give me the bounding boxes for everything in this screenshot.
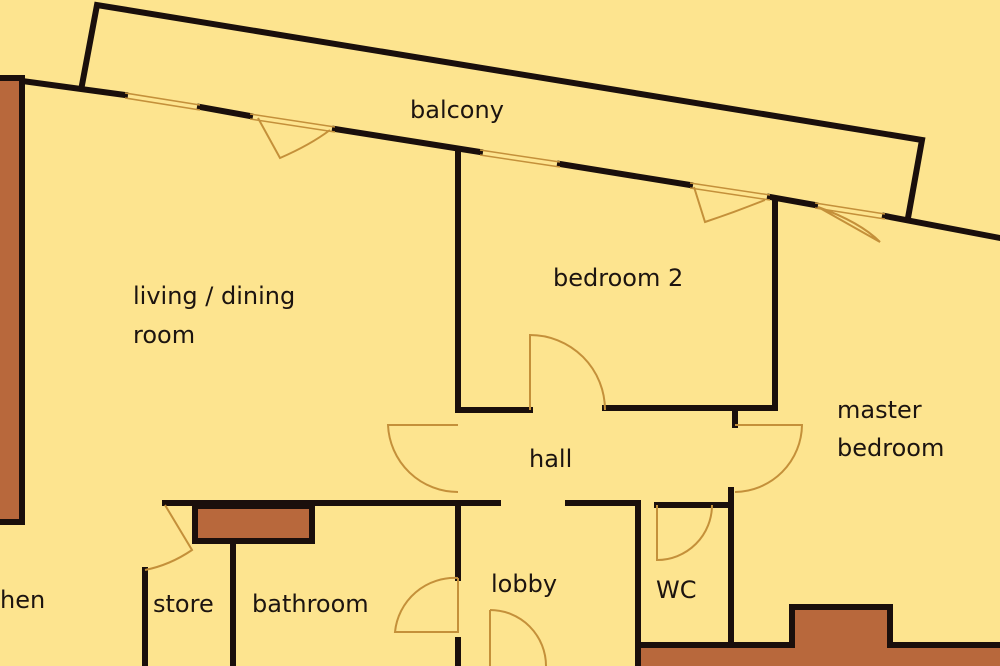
label-hall: hall	[529, 445, 572, 473]
label-wc: WC	[656, 576, 697, 604]
bathroom-fixture	[192, 503, 315, 544]
doors	[144, 117, 881, 666]
label-balcony: balcony	[410, 96, 504, 124]
label-bathroom: bathroom	[252, 590, 369, 618]
label-living-1: living / dining	[133, 282, 295, 310]
label-kitchen: hen	[0, 586, 45, 614]
label-store: store	[153, 590, 214, 618]
windows	[124, 92, 886, 220]
label-bedroom2: bedroom 2	[553, 264, 683, 292]
label-living-2: room	[133, 321, 195, 349]
fixtures	[0, 75, 1000, 666]
room-labels: balcony living / dining room bedroom 2 m…	[0, 96, 944, 618]
label-lobby: lobby	[491, 570, 557, 598]
master-wardrobe	[635, 604, 1000, 666]
label-master-1: master	[837, 396, 922, 424]
label-master-2: bedroom	[837, 434, 944, 462]
kitchen-counter	[0, 75, 25, 525]
